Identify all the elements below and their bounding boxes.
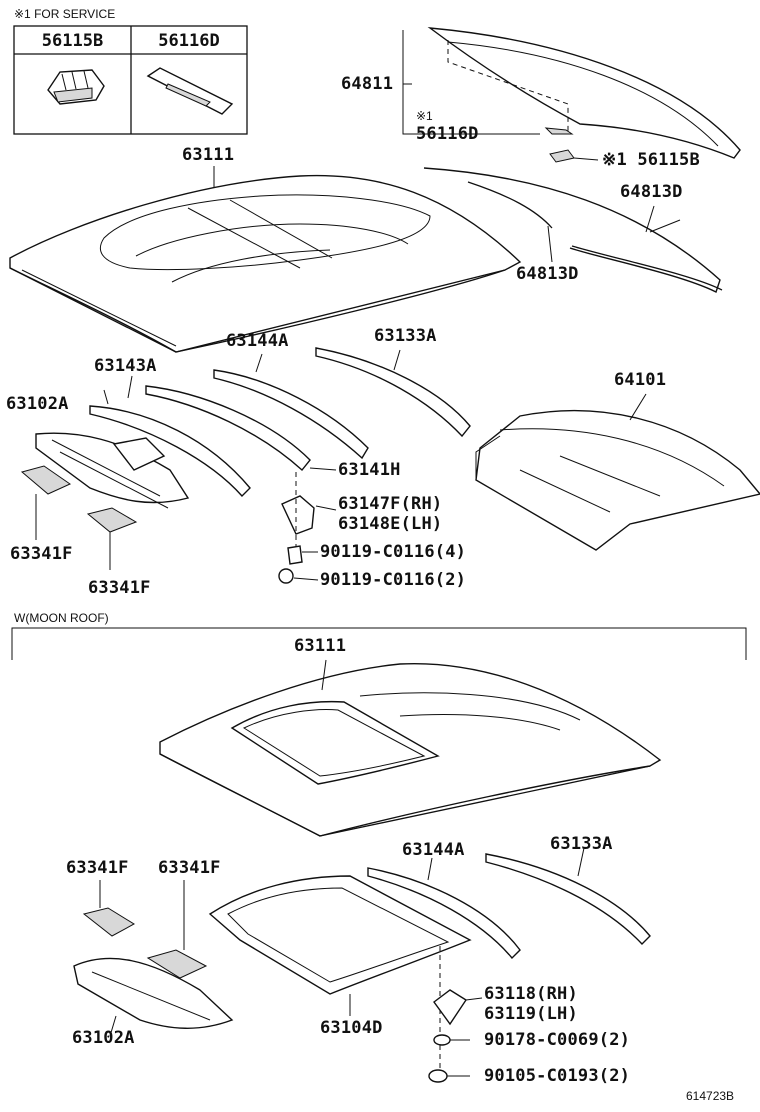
label-lower-clip: 90178-C0069(2)	[484, 1030, 631, 1050]
label-panel-front: 63102A	[6, 394, 69, 414]
label-rail-rear: 63133A	[374, 326, 437, 346]
service-box	[13, 25, 248, 135]
label-rail-center: 63144A	[226, 331, 289, 351]
spacer-56116d-icon	[146, 67, 234, 115]
moon-roof-frame	[11, 627, 747, 660]
label-lower-rail-rear: 63133A	[550, 834, 613, 854]
label-56116d: 56116D	[158, 31, 220, 51]
reinforcement	[208, 875, 472, 1016]
lower-rails	[367, 847, 651, 960]
lower-front-panel	[73, 880, 234, 1037]
front-panel	[20, 432, 190, 570]
label-lower-bracket-rh: 63118(RH)	[484, 984, 578, 1004]
label-lower-panel-front: 63102A	[72, 1028, 135, 1048]
label-bracket-rh: 63147F(RH)	[338, 494, 443, 514]
label-bracket-top: 63141H	[338, 460, 401, 480]
label-mark1: ※1	[416, 109, 433, 123]
upper-bracket	[278, 467, 337, 584]
back-glass	[402, 27, 741, 163]
lower-roof-panel	[159, 659, 662, 837]
leader-lines	[127, 166, 655, 399]
label-nut: 90119-C0116(2)	[320, 570, 467, 590]
label-roof: 63111	[182, 145, 235, 165]
clip-56115b-icon	[47, 69, 105, 105]
label-lower-nut: 90105-C0193(2)	[484, 1066, 631, 1086]
diagram-id: 614723B	[686, 1089, 735, 1103]
lower-bracket	[428, 946, 483, 1083]
label-clip: ※1 56115B	[602, 150, 700, 170]
label-lower-roof: 63111	[294, 636, 347, 656]
label-pad-a: 63341F	[10, 544, 73, 564]
moldings	[423, 167, 723, 293]
roof-panel	[9, 174, 522, 353]
moon-roof-title: W(MOON ROOF)	[14, 611, 109, 625]
back-panel	[475, 393, 760, 551]
label-56115b: 56115B	[41, 31, 104, 51]
label-rail-front: 63143A	[94, 356, 157, 376]
label-lower-bracket-lh: 63119(LH)	[484, 1004, 578, 1024]
label-back-panel: 64101	[614, 370, 667, 390]
label-spacer: 56116D	[416, 124, 479, 144]
label-glass: 64811	[341, 74, 394, 94]
service-note: ※1 FOR SERVICE	[14, 7, 116, 21]
label-pad-b: 63341F	[88, 578, 151, 598]
label-molding-a: 64813D	[620, 182, 683, 202]
label-bolt: 90119-C0116(4)	[320, 542, 467, 562]
label-lower-rail-center: 63144A	[402, 840, 465, 860]
label-reinforcement: 63104D	[320, 1018, 383, 1038]
label-molding-b: 64813D	[516, 264, 579, 284]
label-bracket-lh: 63148E(LH)	[338, 514, 443, 534]
label-lower-pad-b: 63341F	[158, 858, 221, 878]
label-lower-pad-a: 63341F	[66, 858, 129, 878]
rails	[89, 347, 471, 498]
